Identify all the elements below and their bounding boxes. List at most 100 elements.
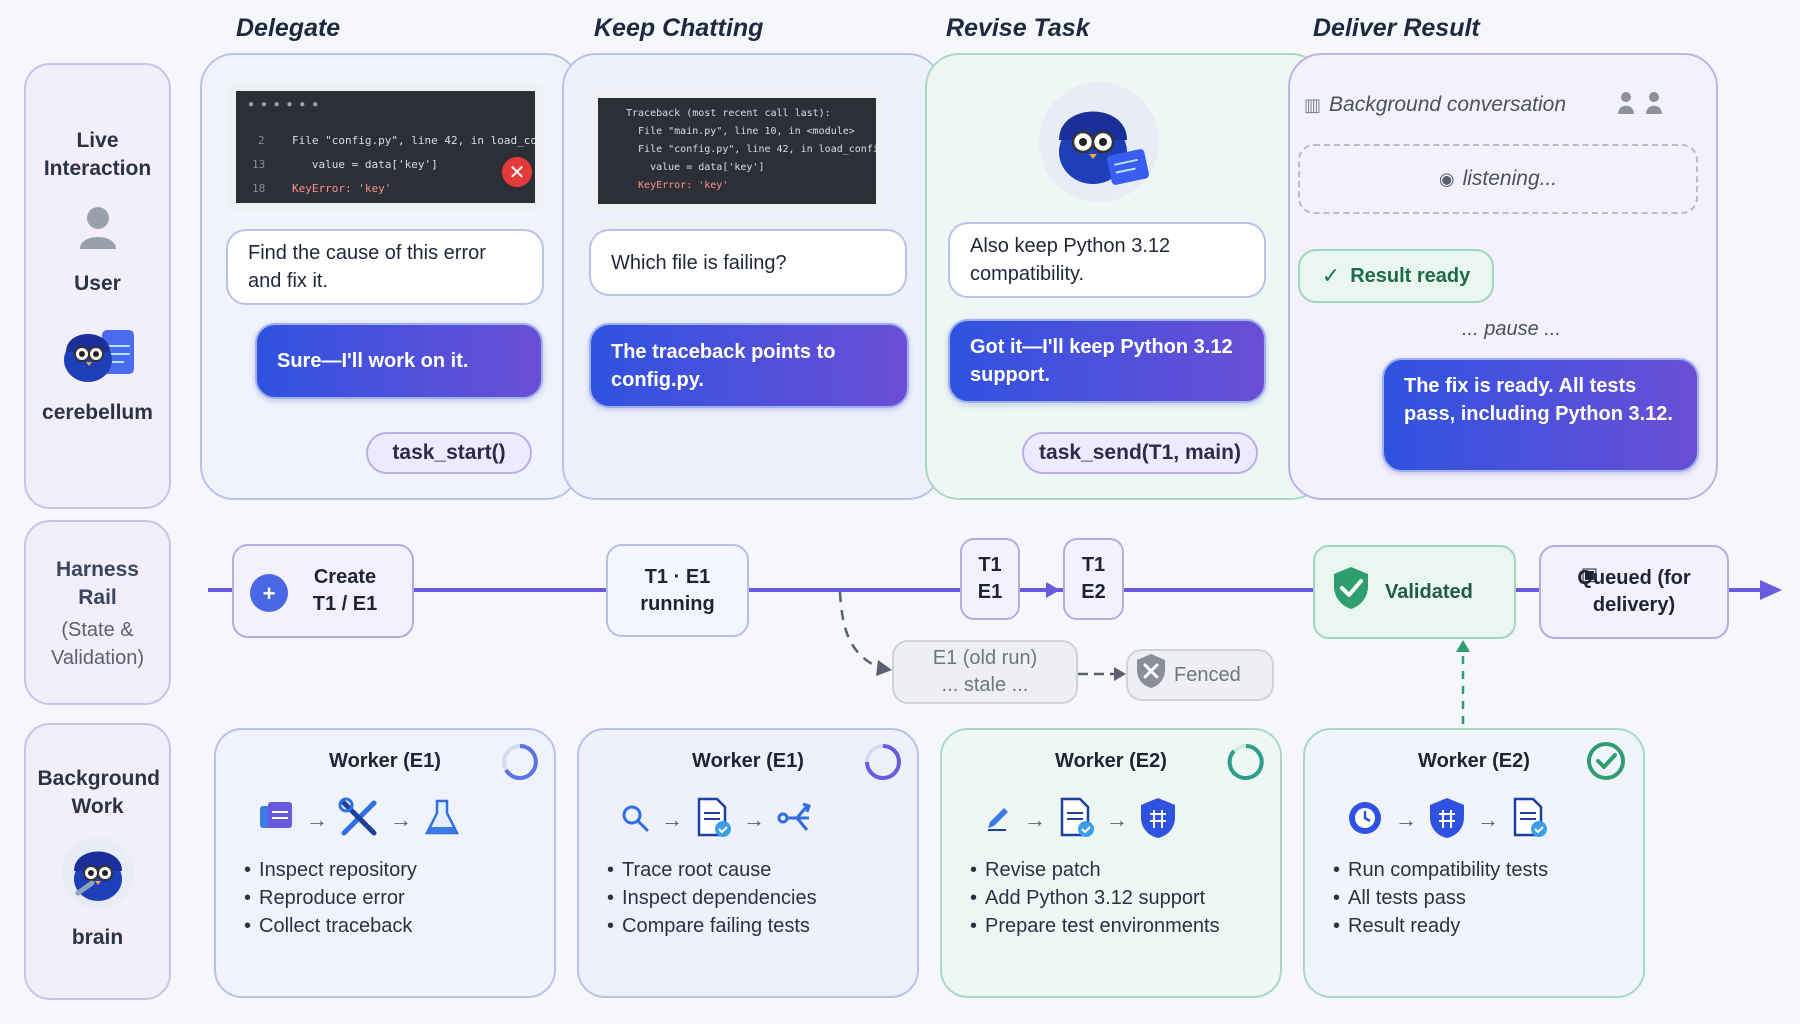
bot-message-revise: Got it—I'll keep Python 3.12 support. <box>948 319 1266 403</box>
background-conversation-title: Background conversation <box>1329 93 1566 116</box>
worker-task: Compare failing tests <box>607 912 817 940</box>
worker-task: Result ready <box>1333 912 1548 940</box>
arrow-icon: → <box>390 807 412 832</box>
phase-header-keep-chatting: Keep Chatting <box>594 14 764 42</box>
code-line-number: 18 <box>252 182 266 195</box>
worker-task: Run compatibility tests <box>1333 856 1548 884</box>
arrow-icon: → <box>661 807 683 832</box>
bot-message-chatting: The traceback points to config.py. <box>589 323 909 408</box>
validated-shield-icon <box>1331 565 1371 619</box>
arrow-icon: → <box>1477 807 1499 832</box>
rail-fenced-label: Fenced <box>1174 663 1241 686</box>
code-line: File "config.py", line 42, in load_confi… <box>292 134 543 147</box>
traceback-error-line: KeyError: 'key' <box>626 180 729 191</box>
rail-node-create: + Create T1 / E1 <box>232 544 414 638</box>
delegate-code-screenshot: ● ● ● ● ● ● 2 File "config.py", line 42,… <box>228 83 543 211</box>
shield-grid-icon <box>1427 796 1467 845</box>
check-circle-icon <box>1585 740 1627 787</box>
side-live-title: Live Interaction <box>43 129 152 180</box>
listening-box: ◉ listening... <box>1298 144 1698 214</box>
phase-header-delegate: Delegate <box>236 14 341 42</box>
document-check-icon <box>1056 797 1096 844</box>
worker-task-list: Revise patch Add Python 3.12 support Pre… <box>970 856 1220 940</box>
worker-task: Revise patch <box>970 856 1220 884</box>
arrow-icon: → <box>306 807 328 832</box>
tools-icon <box>338 797 380 844</box>
side-background-work: Background Work brain <box>24 723 171 1000</box>
worker-task: Reproduce error <box>244 884 417 912</box>
side-harness-rail: Harness Rail (State & Validation) <box>24 520 171 705</box>
task-start-call-pill: task_start() <box>366 432 532 474</box>
side-brain-label: brain <box>71 926 124 949</box>
cerebellum-avatar-icon <box>58 316 138 391</box>
worker-title: Worker (E2) <box>1055 750 1167 772</box>
worker-title: Worker (E1) <box>329 750 441 772</box>
background-conversation-header: ▥ Background conversation <box>1304 90 1684 120</box>
worker-task-list: Trace root cause Inspect dependencies Co… <box>607 856 817 940</box>
worker-task: Trace root cause <box>607 856 817 884</box>
shield-grid-icon <box>1138 796 1178 845</box>
worker-card-3: Worker (E2) → → Revise patch Add Python … <box>940 728 1282 998</box>
brain-avatar-icon <box>58 831 138 916</box>
bot-message-deliver: The fix is ready. All tests pass, includ… <box>1382 358 1699 472</box>
share-branch-icon <box>775 798 815 843</box>
rail-node-old-run: E1 (old run) ... stale ... <box>892 640 1078 704</box>
traceback-line-highlight: File "config.py", line 42, in load_confi… <box>626 144 884 155</box>
worker-steps: → → <box>982 796 1178 845</box>
user-message-revise: Also keep Python 3.12 compatibility. <box>948 222 1266 298</box>
code-line-number: 2 <box>258 134 265 147</box>
worker-task: All tests pass <box>1333 884 1548 912</box>
rail-node-running: T1 · E1 running <box>606 544 749 637</box>
arrow-icon: → <box>1024 807 1046 832</box>
side-cerebellum-label: cerebellum <box>42 401 153 424</box>
phase-header-deliver-result: Deliver Result <box>1313 14 1480 42</box>
worker-steps: → → <box>256 797 462 844</box>
worker-task: Inspect dependencies <box>607 884 817 912</box>
side-background-title: Background Work <box>37 767 161 818</box>
task-send-call-pill: task_send(T1, main) <box>1022 432 1258 474</box>
traceback-line: File "main.py", line 10, in <module> <box>626 126 855 137</box>
result-ready-badge: ✓ Result ready <box>1298 249 1494 303</box>
record-icon: ◉ <box>1438 168 1455 189</box>
stripes-icon: ▥ <box>1304 94 1322 115</box>
revise-agent-avatar-icon <box>1037 80 1161 209</box>
fenced-shield-icon <box>1134 652 1168 698</box>
progress-ring-icon <box>863 742 903 787</box>
traceback-code-screenshot: Traceback (most recent call last): File … <box>590 90 884 212</box>
timer-icon <box>1345 798 1385 843</box>
worker-card-1: Worker (E1) → → Inspect repository Repro… <box>214 728 556 998</box>
worker-card-2: Worker (E1) → → Trace root cause Inspect… <box>577 728 919 998</box>
rail-create-label: Create T1 / E1 <box>312 566 378 615</box>
stale-branch-arrow <box>876 660 892 676</box>
traceback-line: Traceback (most recent call last): <box>626 108 831 119</box>
side-rail-title: Harness Rail <box>56 558 139 609</box>
code-line: value = data['key'] <box>292 158 438 171</box>
worker-task: Inspect repository <box>244 856 417 884</box>
phase-header-revise-task: Revise Task <box>946 14 1090 42</box>
pause-text: ... pause ... <box>1462 318 1561 340</box>
window-dots: ● ● ● ● ● ● <box>248 99 321 110</box>
rail-mid-arrow <box>1046 582 1060 598</box>
bot-message-delegate: Sure—I'll work on it. <box>255 323 543 399</box>
arrow-icon: → <box>743 807 765 832</box>
code-line-error: KeyError: 'key' <box>292 182 392 195</box>
side-user-label: User <box>74 272 121 295</box>
rail-node-validated: Validated <box>1313 545 1516 639</box>
worker-task-list: Run compatibility tests All tests pass R… <box>1333 856 1548 940</box>
user-message-chatting: Which file is failing? <box>589 229 907 296</box>
worker-task: Prepare test environments <box>970 912 1220 940</box>
result-ready-label: Result ready <box>1350 264 1471 287</box>
arrow-icon: → <box>1106 807 1128 832</box>
error-x-icon: ✕ <box>502 157 532 187</box>
rail-node-t1-e2: T1 E2 <box>1063 538 1124 620</box>
worker-task-list: Inspect repository Reproduce error Colle… <box>244 856 417 940</box>
rail-running-label: T1 · E1 running <box>640 565 715 615</box>
rail-node-fenced: Fenced <box>1126 649 1274 701</box>
rail-node-queued: ▣ Queued (for delivery) <box>1539 545 1729 639</box>
worker-title: Worker (E2) <box>1418 750 1530 772</box>
pencil-icon <box>982 802 1014 839</box>
worker-title: Worker (E1) <box>692 750 804 772</box>
code-line-number: 13 <box>252 158 266 171</box>
worker-steps: → → <box>1345 796 1549 845</box>
progress-ring-icon <box>500 742 540 787</box>
